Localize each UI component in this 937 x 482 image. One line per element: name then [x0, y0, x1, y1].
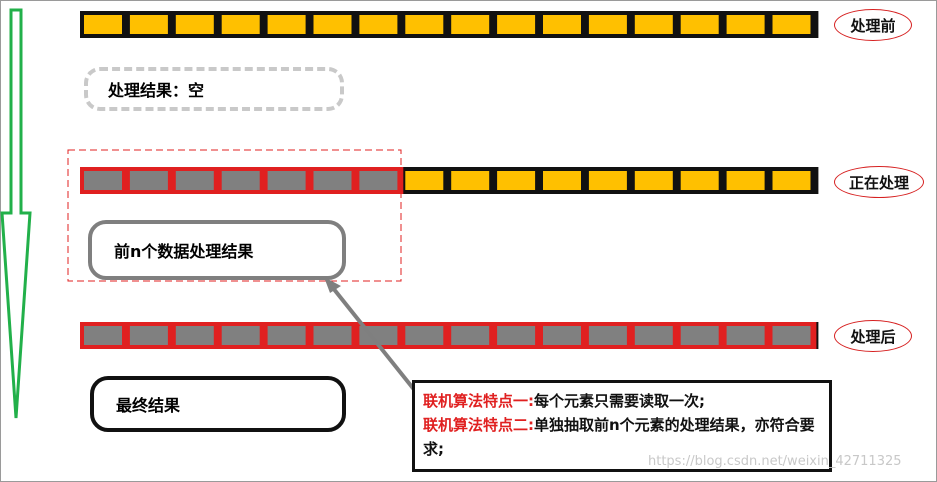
result-empty-label: 处理结果：空	[108, 81, 205, 100]
array-before-cell	[129, 15, 168, 34]
feature1-label: 联机算法特点一:	[423, 392, 534, 410]
array-after-cell	[129, 326, 168, 345]
array-before-cell	[84, 15, 122, 34]
array-after-cell	[84, 326, 122, 345]
array-processing-cell	[543, 171, 581, 190]
array-before-cell	[680, 15, 719, 34]
array-before-cell	[175, 15, 214, 34]
array-after-cell	[221, 326, 260, 345]
result-empty-box: 处理结果：空	[84, 67, 344, 111]
array-processing-cell	[175, 171, 214, 190]
array-processing-cell	[634, 171, 673, 190]
array-after-cell	[451, 326, 490, 345]
array-after-cell	[543, 326, 581, 345]
note-line-1: 联机算法特点一:每个元素只需要读取一次;	[423, 389, 821, 413]
array-before-cell	[451, 15, 490, 34]
array-processing-cell	[405, 171, 444, 190]
pointer-arrow-line	[331, 286, 418, 394]
feature2-label: 联机算法特点二:	[423, 416, 534, 434]
array-before-cell	[359, 15, 398, 34]
first-n-result-box: 前n个数据处理结果	[88, 220, 346, 280]
array-processing-cell	[680, 171, 719, 190]
array-row-before	[80, 11, 819, 38]
array-before-cell	[267, 15, 306, 34]
array-after-cell	[634, 326, 673, 345]
array-row-after	[80, 322, 819, 349]
array-after-cell	[772, 326, 811, 345]
final-result-box: 最终结果	[90, 376, 346, 432]
note-line-2: 联机算法特点二:单独抽取前n个元素的处理结果，亦符合要求;	[423, 413, 821, 461]
array-processing-cell	[772, 171, 811, 190]
stage-label-before: 处理前	[834, 9, 912, 41]
array-after-cell	[175, 326, 214, 345]
array-after-cell	[313, 326, 352, 345]
array-before-cell	[221, 15, 260, 34]
array-processing-cell	[588, 171, 627, 190]
array-processing-cell	[129, 171, 168, 190]
online-algorithm-note: 联机算法特点一:每个元素只需要读取一次; 联机算法特点二:单独抽取前n个元素的处…	[412, 380, 832, 472]
array-row-processing	[80, 167, 819, 194]
feature2-text: 单独抽取前n个元素的处理结果，亦符合要求;	[423, 416, 815, 458]
array-processing-cell	[726, 171, 765, 190]
array-before-cell	[405, 15, 444, 34]
array-after-cell	[267, 326, 306, 345]
feature1-text: 每个元素只需要读取一次;	[534, 392, 705, 410]
first-n-result-label: 前n个数据处理结果	[114, 242, 254, 261]
array-after-cell	[405, 326, 444, 345]
array-before-cell	[497, 15, 536, 34]
array-before-cell	[726, 15, 765, 34]
stage-label-processing: 正在处理	[834, 166, 924, 198]
array-before-cell	[588, 15, 627, 34]
array-processing-cell	[451, 171, 490, 190]
first-n-selection-region	[67, 149, 402, 282]
array-processing-cell	[313, 171, 352, 190]
array-after-cell	[680, 326, 719, 345]
array-processing-cell	[359, 171, 398, 190]
array-after-cell	[588, 326, 627, 345]
array-processing-cell	[221, 171, 260, 190]
array-after-cell	[726, 326, 765, 345]
array-processing-cell	[497, 171, 536, 190]
pointer-arrow-head	[324, 277, 341, 293]
final-result-label: 最终结果	[116, 396, 181, 415]
timeline-arrow	[0, 8, 32, 419]
watermark: https://blog.csdn.net/weixin_42711325	[648, 454, 902, 469]
array-processing-cell	[267, 171, 306, 190]
array-processing-cell	[84, 171, 122, 190]
array-before-cell	[772, 15, 811, 34]
array-before-cell	[634, 15, 673, 34]
array-before-cell	[313, 15, 352, 34]
stage-label-after: 处理后	[834, 320, 912, 352]
array-after-cell	[497, 326, 536, 345]
array-before-cell	[543, 15, 581, 34]
